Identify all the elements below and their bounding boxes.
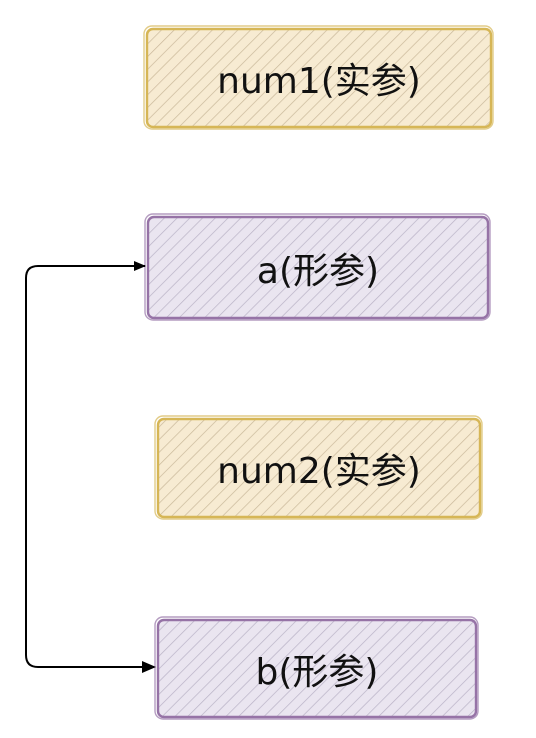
node-num2: num2(实参) <box>157 418 481 518</box>
node-label: num1(实参) <box>217 61 421 102</box>
node-label: a(形参) <box>256 250 380 292</box>
node-num1: num1(实参) <box>146 28 492 128</box>
node-a: a(形参) <box>147 216 489 319</box>
node-label: b(形参) <box>255 651 379 693</box>
connector-b-a <box>25 261 154 668</box>
arrowhead-to-b <box>142 661 156 673</box>
node-b: b(形参) <box>157 619 477 718</box>
node-label: num2(实参) <box>217 451 421 492</box>
